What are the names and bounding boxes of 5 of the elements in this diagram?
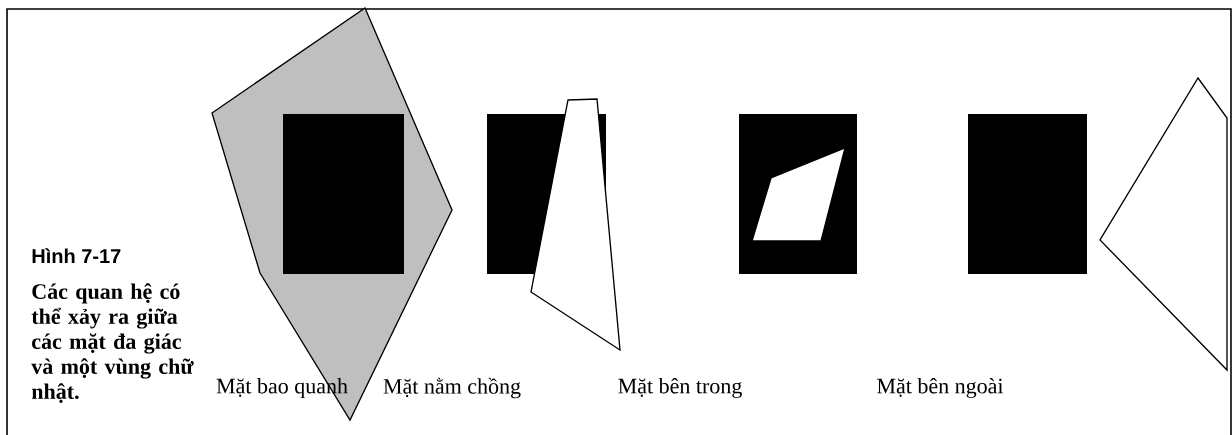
panel-label: Mặt bên ngoài (877, 377, 1004, 398)
figure-caption: Các quan hệ có thể xảy ra giữa các mặt đa giác và một vùng chữ nhật. (31, 283, 194, 404)
panel-label: Mặt bên trong (618, 377, 742, 398)
figure-title: Hình 7-17 (32, 248, 121, 263)
panel-label: Mặt nằm chồng (383, 377, 521, 399)
